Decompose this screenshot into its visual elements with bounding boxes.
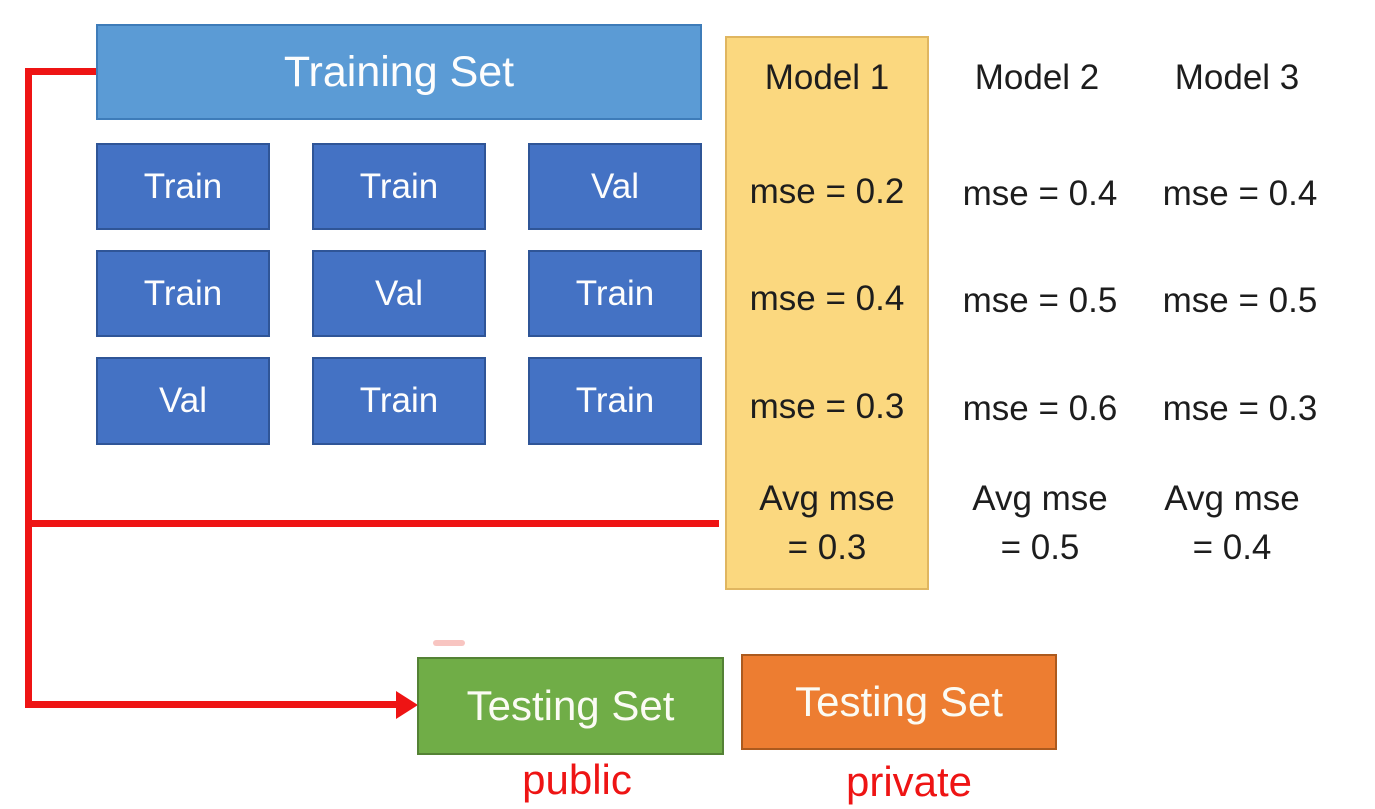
testing-set-private-box: Testing Set [741,654,1057,750]
model1-avg-label: Avg mse [759,479,895,518]
cv-cell-r0c2: Val [528,143,702,230]
cv-cell-label: Train [359,381,439,420]
testing-set-public-label: Testing Set [466,682,675,729]
model1-highlight-column [725,36,929,590]
testing-set-private-label: Testing Set [795,678,1003,725]
model3-avg-label: Avg mse [1164,479,1300,518]
cv-cell-label: Train [143,273,223,313]
model2-header: Model 2 [974,58,1100,97]
model3-mse-fold1: mse = 0.4 [1162,174,1318,213]
cv-cell-r0c1: Train [312,143,486,230]
model3-mse-fold3: mse = 0.3 [1162,389,1318,428]
cv-cell-r1c2: Train [528,250,702,337]
cv-cell-label: Val [159,381,207,420]
model2-avg-value: = 0.5 [1000,528,1080,567]
model1-mse-fold3: mse = 0.3 [749,387,905,426]
model1-avg-mse: Avg mse = 0.3 [717,474,937,572]
testing-set-public-box: Testing Set [417,657,724,755]
cv-cell-label: Val [375,273,423,313]
model2-mse-fold1: mse = 0.4 [962,174,1118,213]
red-artifact-mark [433,640,465,646]
model2-avg-mse: Avg mse = 0.5 [930,474,1150,572]
model1-mse-fold1: mse = 0.2 [749,172,905,211]
cv-cell-label: Train [359,166,439,206]
cv-cell-r2c2: Train [528,357,702,445]
connector-bottom-line [25,701,398,708]
cv-cell-label: Train [575,273,655,313]
training-set-label: Training Set [283,47,515,96]
arrowhead-icon [396,691,418,719]
cv-cell-label: Val [591,166,639,206]
private-caption: private [845,758,973,805]
model3-avg-value: = 0.4 [1192,528,1272,567]
model1-avg-value: = 0.3 [787,528,867,567]
cv-cell-r0c0: Train [96,143,270,230]
public-caption: public [522,756,632,803]
cv-cell-r2c0: Val [96,357,270,445]
model2-avg-label: Avg mse [972,479,1108,518]
model3-header: Model 3 [1174,58,1300,97]
connector-middle-line [25,520,719,527]
model2-mse-fold2: mse = 0.5 [962,281,1118,320]
cv-cell-r2c1: Train [312,357,486,445]
connector-top-line [25,68,98,75]
model3-mse-fold2: mse = 0.5 [1162,281,1318,320]
model3-avg-mse: Avg mse = 0.4 [1122,474,1342,572]
cv-cell-r1c0: Train [96,250,270,337]
cv-cell-label: Train [575,381,655,420]
cv-cell-label: Train [143,166,223,206]
connector-vertical-line [25,68,32,708]
model1-header: Model 1 [764,58,890,97]
training-set-box: Training Set [96,24,702,120]
model1-mse-fold2: mse = 0.4 [749,279,905,318]
model2-mse-fold3: mse = 0.6 [962,389,1118,428]
cv-cell-r1c1: Val [312,250,486,337]
